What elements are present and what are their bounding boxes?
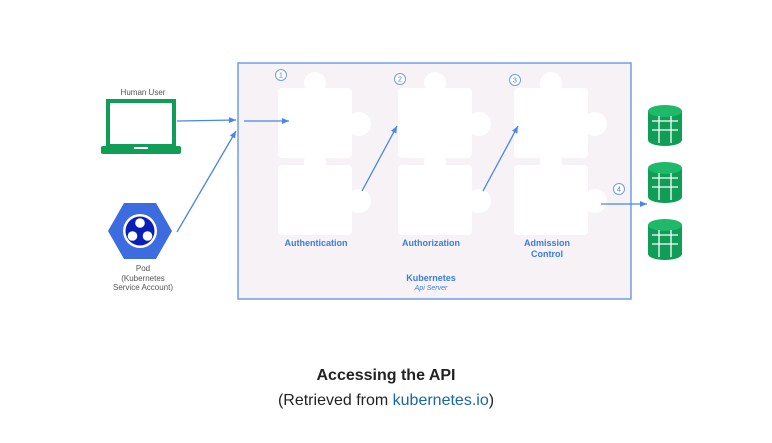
puzzle-piece	[278, 72, 371, 173]
arrow-to-admission	[482, 125, 519, 192]
arrow-user-to-server	[176, 117, 237, 124]
puzzle-piece	[514, 165, 607, 235]
laptop-icon	[101, 99, 181, 154]
human-user-label: Human User	[120, 88, 166, 97]
api-access-diagram: 1 2 3 4	[101, 62, 682, 300]
admission-label-line-2: Control	[531, 249, 563, 259]
database-icon	[648, 219, 682, 260]
authentication-label: Authentication	[284, 238, 348, 248]
step-4-badge	[613, 183, 625, 195]
authorization-label: Authorization	[402, 238, 460, 248]
puzzle-piece	[398, 72, 491, 173]
step-1-number: 1	[279, 73, 283, 80]
puzzle-piece	[278, 165, 371, 235]
pod-icon	[108, 203, 172, 259]
pod-label-line-1: Pod	[135, 264, 151, 273]
admission-control-label: Admission Control	[497, 238, 597, 260]
step-2-number: 2	[398, 77, 402, 84]
step-3-badge	[509, 74, 521, 86]
step-3-number: 3	[513, 78, 517, 85]
pod-label: Pod (Kubernetes Service Account)	[96, 264, 190, 293]
admission-label-line-1: Admission	[523, 238, 570, 248]
caption-title: Accessing the API	[316, 367, 456, 384]
pod-label-line-2: (Kubernetes	[121, 273, 165, 283]
caption-source-prefix: (Retrieved from	[277, 392, 393, 409]
flow-arrows	[176, 117, 647, 233]
puzzle-piece	[398, 165, 491, 235]
pod-label-line-3: Service Account)	[112, 283, 174, 292]
database-icon	[648, 105, 682, 146]
etcd-databases	[648, 105, 682, 260]
arrow-pod-to-server	[176, 130, 237, 233]
step-1-badge	[275, 69, 287, 81]
api-server-subtitle: Api Server	[414, 285, 448, 292]
kubernetes-link[interactable]: kubernetes.io	[392, 392, 489, 409]
step-2-badge	[394, 73, 406, 85]
step-4-number: 4	[617, 187, 621, 194]
caption-source: (Retrieved from kubernetes.io)	[0, 392, 772, 410]
caption-source-suffix: )	[488, 392, 495, 409]
puzzle-pieces	[278, 72, 607, 235]
database-icon	[648, 162, 682, 203]
api-server-title: Kubernetes	[406, 273, 456, 283]
arrow-to-authorization	[361, 125, 398, 192]
step-badges: 1 2 3 4	[275, 69, 625, 195]
